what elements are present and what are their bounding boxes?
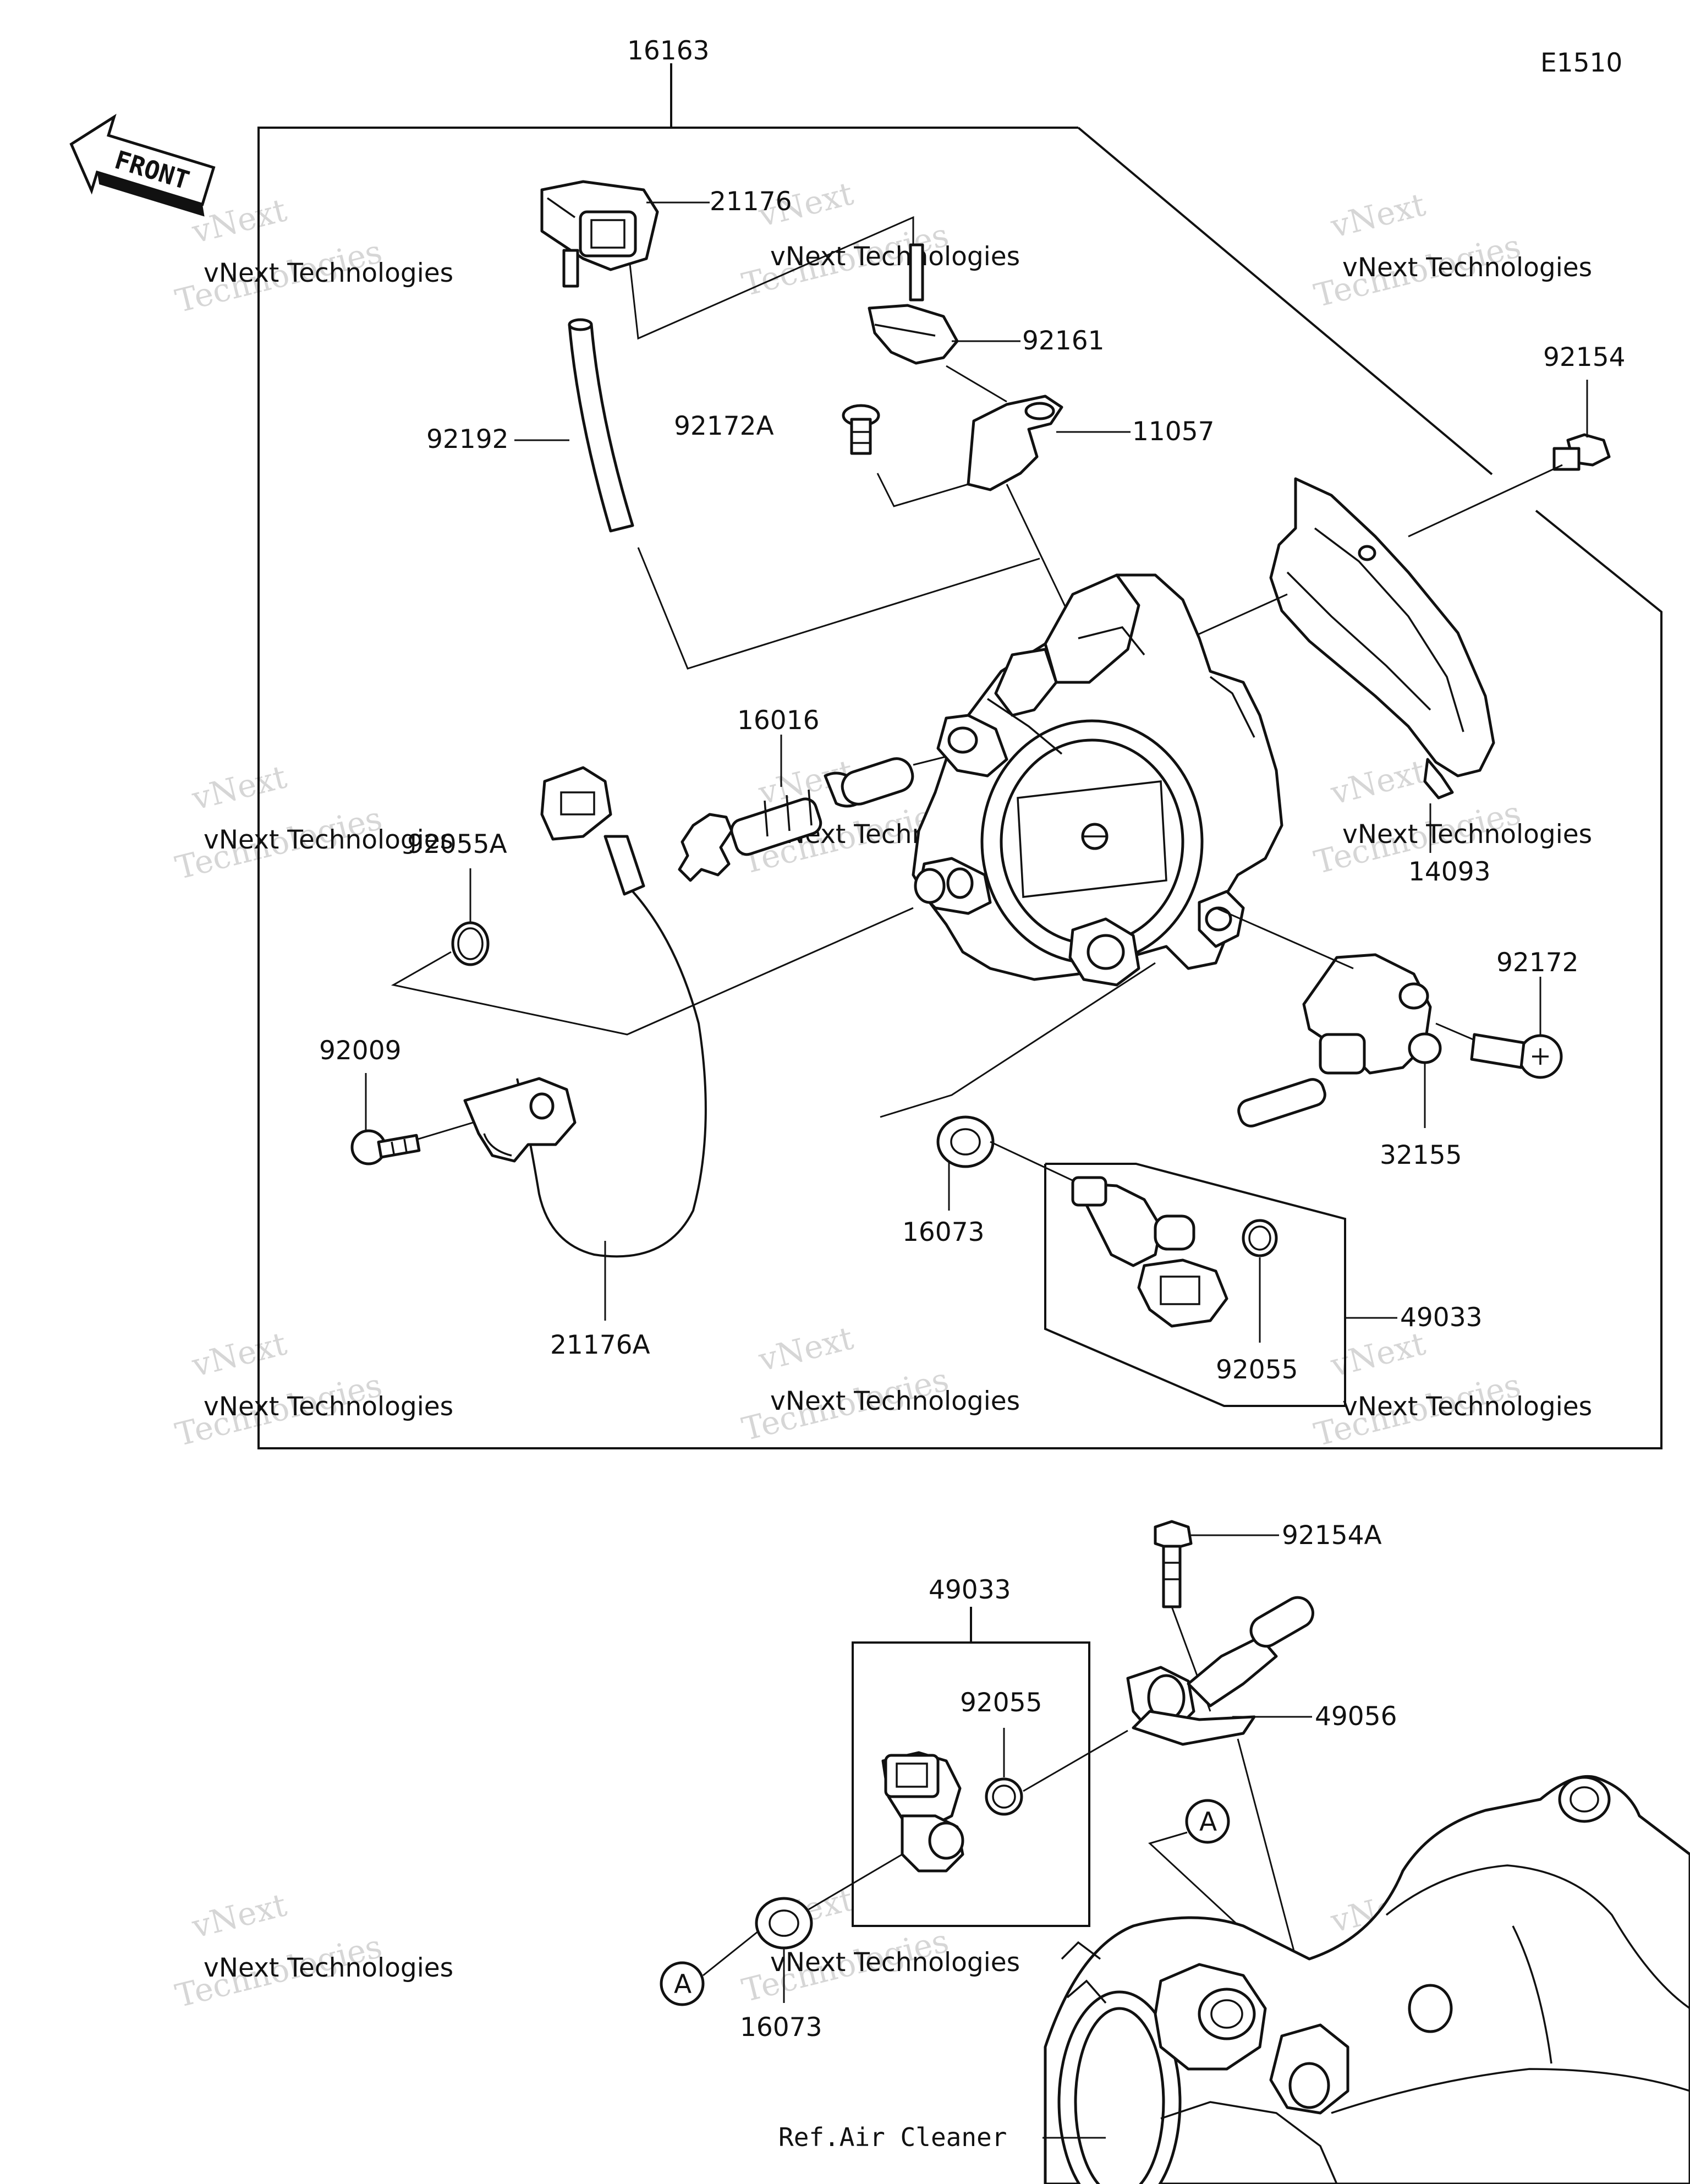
- part-label-49033-lower: 49033: [929, 1575, 1011, 1605]
- assembly-16163-frame: 16163: [257, 36, 1662, 1449]
- part-92154-bolt: [1552, 433, 1611, 471]
- watermark-line-2: vNext: [1326, 185, 1429, 245]
- watermark-line-1: vNext Technologies: [204, 825, 453, 855]
- part-label-14093: 14093: [1408, 857, 1491, 887]
- part-label-49033: 49033: [1400, 1302, 1483, 1333]
- watermark-line-1: vNext Technologies: [1342, 819, 1592, 850]
- part-16073-holder-lower: [755, 1897, 813, 1950]
- part-label-92055A: 92055A: [407, 829, 507, 860]
- part-label-92055-lower: 92055: [960, 1688, 1042, 1718]
- watermark-line-1: vNext Technologies: [770, 242, 1020, 272]
- watermark-line-2: vNext: [1326, 752, 1429, 812]
- part-92055A-o-ring: [451, 921, 490, 966]
- part-label-11057: 11057: [1132, 417, 1215, 447]
- watermark-line-2: vNext: [754, 1319, 857, 1378]
- part-label-92009: 92009: [319, 1036, 402, 1066]
- part-14093-cover: [1269, 477, 1495, 800]
- part-11057-bracket: [967, 395, 1063, 491]
- part-16073-holder: [936, 1115, 995, 1168]
- watermark-line-1: vNext Technologies: [770, 1947, 1020, 1978]
- part-label-16163: 16163: [627, 36, 710, 66]
- watermark-line-1: vNext Technologies: [204, 1953, 453, 1983]
- part-49033-injector-group-lower: [852, 1607, 1090, 1927]
- watermark-line-2: vNext: [188, 1886, 290, 1945]
- watermark-line-1: vNext Technologies: [1342, 253, 1592, 283]
- diagram-code: E1510: [1540, 48, 1622, 78]
- watermark-line-2: vNext: [1326, 1324, 1429, 1384]
- watermark: vNext Technologies vNext Technologies: [1310, 1324, 1592, 1453]
- part-92192-hose: [568, 318, 634, 533]
- part-label-92154: 92154: [1543, 342, 1626, 373]
- part-label-49056: 49056: [1315, 1701, 1397, 1732]
- part-21176A-harness: [463, 766, 707, 1258]
- callout-a-right: A: [1185, 1799, 1230, 1844]
- part-label-21176A: 21176A: [550, 1330, 650, 1360]
- part-label-21176: 21176: [710, 187, 792, 217]
- part-label-92055: 92055: [1216, 1355, 1298, 1385]
- watermark-line-1: vNext Technologies: [204, 1392, 453, 1422]
- part-49033-injector-group: [1044, 1163, 1346, 1407]
- part-label-92172: 92172: [1496, 948, 1579, 978]
- watermark: vNext Technologies vNext Technologies: [172, 758, 453, 886]
- watermark: vNext Technologies vNext Technologies: [172, 1324, 453, 1453]
- part-16016-valve: [678, 757, 914, 882]
- watermark-line-1: vNext Technologies: [1342, 1392, 1592, 1422]
- part-label-16073: 16073: [902, 1217, 985, 1247]
- air-cleaner-housing: [1044, 1775, 1690, 2184]
- part-92172A-screw: [842, 404, 880, 455]
- watermark: vNext Technologies vNext Technologies: [738, 1319, 1020, 1448]
- callout-letter: A: [1199, 1807, 1217, 1837]
- callout-letter: A: [674, 1969, 692, 2000]
- part-label-32155: 32155: [1380, 1140, 1462, 1170]
- part-label-16016: 16016: [737, 705, 820, 736]
- watermark-line-2: vNext: [188, 1324, 290, 1384]
- watermark: vNext Technologies vNext Technologies: [1310, 185, 1592, 314]
- watermark: vNext Technologies vNext Technologies: [172, 1886, 453, 2015]
- part-label-92154A: 92154A: [1282, 1520, 1382, 1551]
- watermark-line-1: vNext Technologies: [770, 1386, 1020, 1416]
- watermark: vNext Technologies vNext Technologies: [172, 191, 453, 320]
- part-92161-fitting: [868, 243, 959, 365]
- part-label-92192: 92192: [426, 424, 509, 455]
- front-direction-arrow-icon: FRONT: [69, 113, 216, 217]
- part-32155-sensor: [1237, 953, 1442, 1127]
- part-label-92172A: 92172A: [674, 411, 774, 441]
- part-label-92161: 92161: [1022, 326, 1105, 356]
- part-21176-sensor: [540, 180, 659, 288]
- part-92172-screw: [1470, 1033, 1563, 1079]
- watermark-line-2: vNext: [188, 758, 290, 817]
- part-49056-fuel-pipe: [1126, 1596, 1314, 1746]
- part-92009-screw: [350, 1129, 421, 1165]
- watermark-layer: vNext Technologies vNext Technologies vN…: [172, 174, 1592, 2015]
- watermark-line-1: vNext Technologies: [204, 258, 453, 288]
- callout-a-left: A: [660, 1961, 705, 2006]
- part-92154A-bolt: [1154, 1520, 1193, 1608]
- part-throttle-body: [912, 573, 1283, 987]
- part-label-16073-lower: 16073: [740, 2012, 822, 2043]
- reference-note: Ref.Air Cleaner: [778, 2122, 1007, 2152]
